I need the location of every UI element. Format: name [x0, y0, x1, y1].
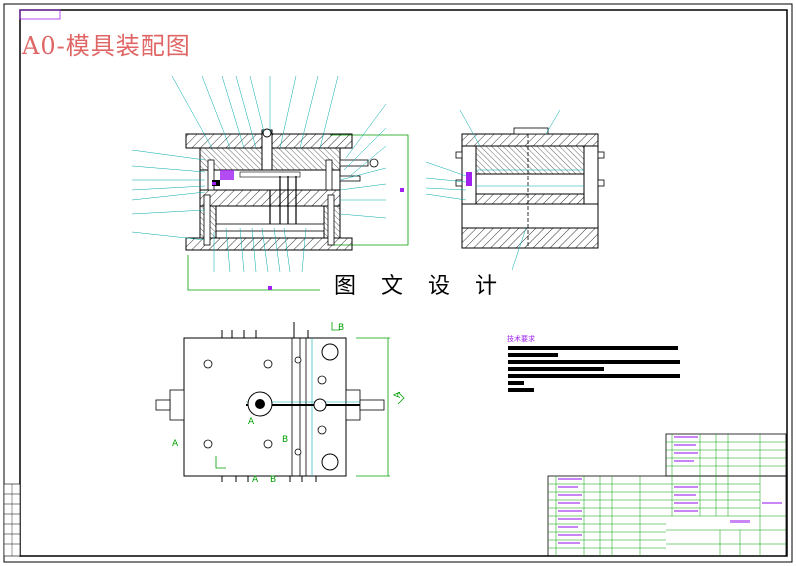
section-label-b-top: B	[338, 323, 344, 333]
outer-border	[3, 3, 793, 563]
technical-requirements-heading: 技术要求	[507, 335, 535, 343]
drawing-title: A0-模具装配图	[22, 32, 191, 60]
section-label-a-left: A	[172, 439, 179, 449]
front-section-view	[131, 75, 409, 291]
plan-view: B A A B A B A	[155, 322, 405, 485]
inner-border	[19, 9, 788, 557]
section-label-a-inner: A	[248, 417, 255, 427]
section-label-b-inner: B	[282, 435, 288, 445]
corner-tag	[19, 9, 61, 20]
section-label-a-right: A	[393, 391, 403, 398]
left-margin-strip	[3, 483, 21, 557]
technical-requirements-block	[508, 346, 680, 392]
title-block-fill	[558, 436, 782, 544]
section-label-b-bottom: B	[270, 475, 276, 485]
side-section-view	[425, 109, 605, 271]
title-block	[547, 433, 787, 557]
section-label-a-bottom: A	[252, 475, 259, 485]
watermark-text: 图 文 设 计	[330, 268, 510, 300]
